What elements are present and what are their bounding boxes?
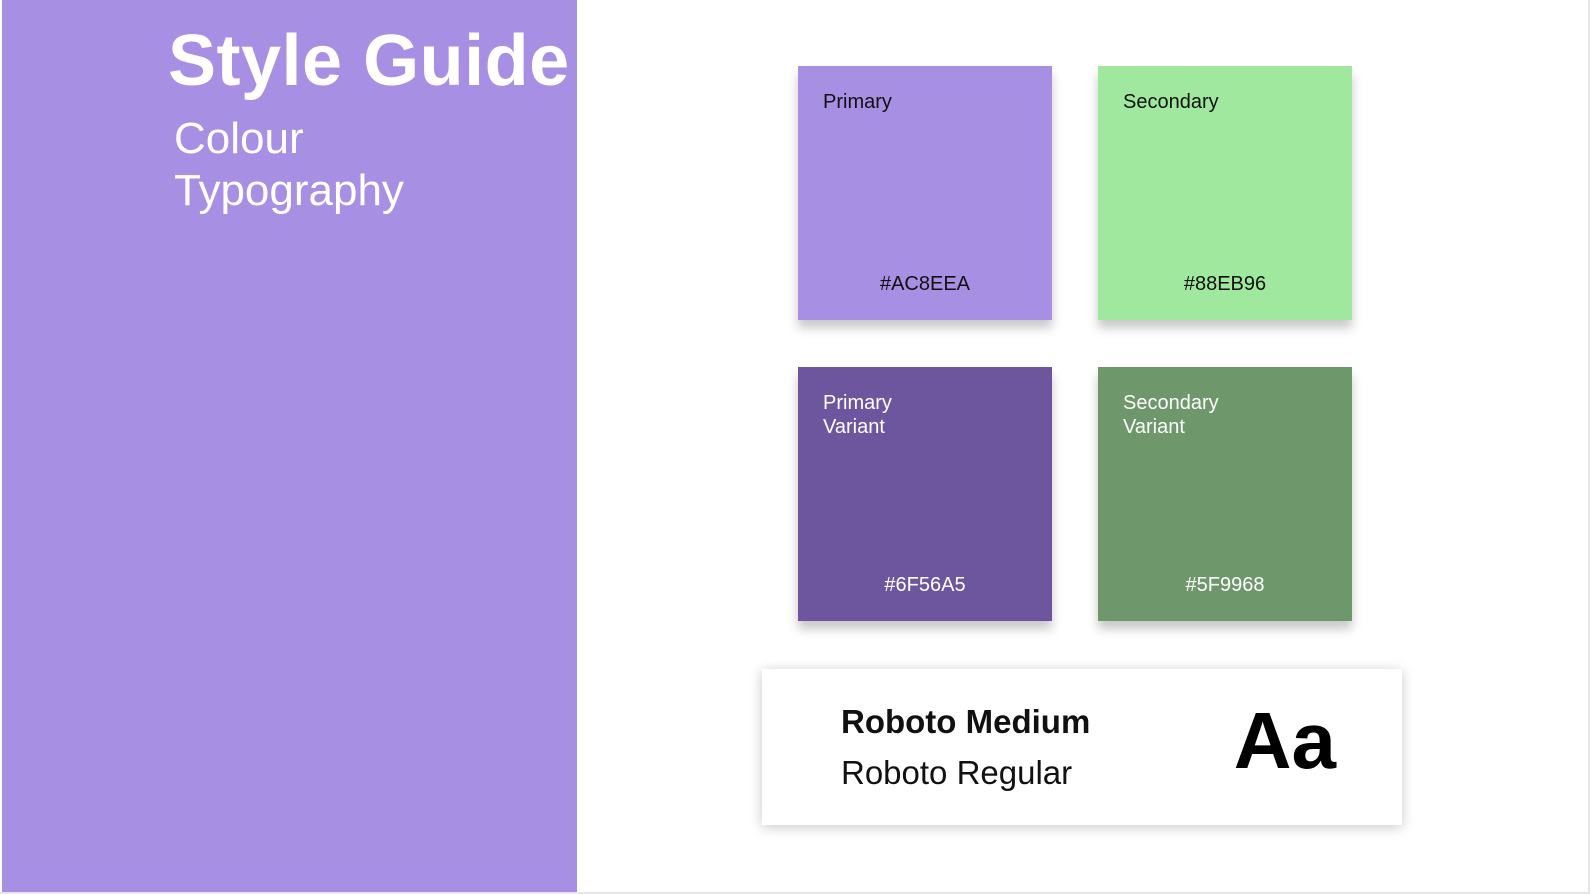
- colour-swatch-primary-variant: Primary Variant #6F56A5: [798, 367, 1052, 621]
- sidebar-panel: Style Guide Colour Typography: [2, 0, 577, 892]
- page-edge-right: [1588, 0, 1590, 892]
- typography-card: Roboto Medium Roboto Regular Aa: [762, 669, 1402, 825]
- swatch-hex-code: #5F9968: [1185, 574, 1265, 596]
- swatch-name: Secondary: [1123, 91, 1219, 113]
- font-medium-label: Roboto Medium: [841, 703, 1091, 740]
- nav-link-typography[interactable]: Typography: [174, 166, 404, 215]
- page-edge-bottom: [0, 892, 1590, 894]
- swatch-name: Primary: [823, 91, 892, 113]
- nav-link-colour[interactable]: Colour: [174, 114, 304, 163]
- page-title: Style Guide: [168, 21, 570, 101]
- swatch-hex-code: #6F56A5: [884, 574, 966, 596]
- colour-swatch-primary: Primary #AC8EEA: [798, 66, 1052, 320]
- colour-swatch-secondary-variant: Secondary Variant #5F9968: [1098, 367, 1352, 621]
- font-sample-glyphs: Aa: [1233, 696, 1336, 785]
- colour-swatch-secondary: Secondary #88EB96: [1098, 66, 1352, 320]
- swatch-hex-code: #88EB96: [1183, 273, 1267, 295]
- swatch-name: Primary Variant: [823, 392, 892, 438]
- font-regular-label: Roboto Regular: [841, 754, 1073, 791]
- swatch-hex-code: #AC8EEA: [879, 273, 971, 295]
- swatch-name: Secondary Variant: [1123, 392, 1219, 438]
